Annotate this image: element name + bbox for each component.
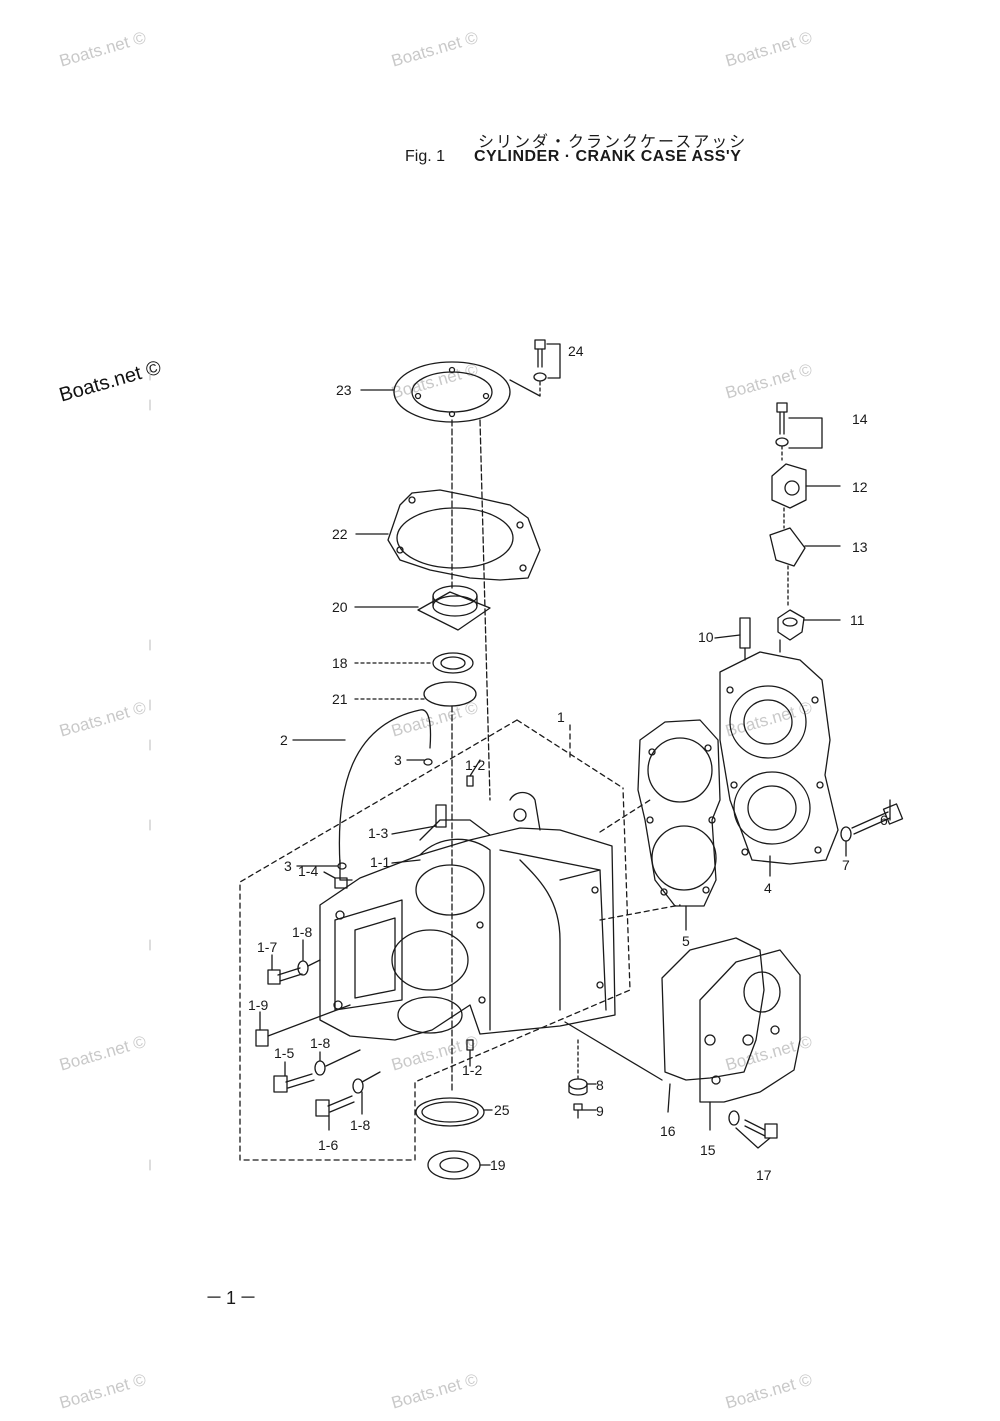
part-22-gasket [355,489,541,581]
label-9: 9 [596,1103,604,1119]
title-english: CYLINDER · CRANK CASE ASS'Y [474,148,742,165]
label-5: 5 [682,933,690,949]
assembly-1-outline [239,719,631,1161]
label-18: 18 [332,655,348,671]
label-17: 17 [756,1167,772,1183]
part-16-gasket [661,937,765,1113]
part-2-hose [292,709,432,866]
crankcase-block [319,791,616,1041]
part-19-oil-seal [427,1150,491,1180]
label-4: 4 [764,880,772,896]
part-9-screw [573,1103,597,1119]
label-1: 1 [557,709,565,725]
label-13: 13 [852,539,868,555]
label-1-5: 1-5 [274,1045,294,1061]
label-10: 10 [698,629,714,645]
part-1-4-fitting [323,859,353,889]
part-1-9-plug [255,1004,351,1047]
part-1-6-bolt [315,1095,355,1131]
part-5-head-gasket [599,719,721,931]
part-15-cover [699,949,801,1131]
part-25-o-ring [415,1097,493,1127]
label-15: 15 [700,1142,716,1158]
part-1-8-washer [314,1049,361,1076]
part-4-cylinder-head [719,639,839,877]
part-21-o-ring [354,681,477,707]
part-7-washer [840,826,852,857]
label-11: 11 [850,612,865,628]
label-14: 14 [852,411,868,427]
part-18-oil-seal [354,652,474,674]
part-1-7-bolt [267,954,303,985]
part-1-8-washer [297,939,321,976]
part-17-bolt [728,1110,778,1149]
label-1-1: 1-1 [370,854,390,870]
part-1-8-washer [352,1071,381,1115]
part-24-bolt [533,339,561,397]
label-1-2-lower: 1-2 [462,1062,482,1078]
label-22: 22 [332,526,348,542]
part-8-grommet [568,1039,597,1096]
part-14-bolt [775,402,823,461]
label-16: 16 [660,1123,676,1139]
part-10-spark-plug [714,617,751,661]
label-25: 25 [494,1102,510,1118]
label-19: 19 [490,1157,506,1173]
label-1-6: 1-6 [318,1137,338,1153]
label-1-8-top: 1-8 [292,924,312,940]
label-20: 20 [332,599,348,615]
label-1-8-low: 1-8 [350,1117,370,1133]
title-japanese: シリンダ・クランクケースアッシ [478,132,748,151]
label-12: 12 [852,479,868,495]
label-8: 8 [596,1077,604,1093]
label-1-8-mid: 1-8 [310,1035,330,1051]
label-2: 2 [280,732,288,748]
part-6-bolt [851,799,904,835]
label-23: 23 [336,382,352,398]
part-1-5-bolt [273,1061,315,1093]
figure-number: Fig. 1 [405,148,446,165]
part-labels: 24 23 14 12 22 13 20 11 10 18 21 1 2 3 1… [248,343,888,1183]
label-24: 24 [568,343,584,359]
label-6: 6 [880,812,888,828]
part-11-thermostat [777,565,841,641]
label-1-9: 1-9 [248,997,268,1013]
part-1-2-dowel-pin [466,759,481,1067]
label-1-2-upper: 1-2 [465,757,485,773]
page-number: －1－ [205,1288,261,1308]
label-1-4: 1-4 [298,863,318,879]
part-1-3-plug [391,804,447,835]
part-3-clip [296,758,433,870]
label-3-lower: 3 [284,858,292,874]
part-13-gasket [769,507,841,567]
label-1-3: 1-3 [368,825,388,841]
part-23-top-plate [360,361,541,423]
part-12-thermostat-cover [771,463,841,509]
label-7: 7 [842,857,850,873]
part-20-seal-housing [354,585,491,631]
label-21: 21 [332,691,348,707]
label-1-7: 1-7 [257,939,277,955]
label-3-upper: 3 [394,752,402,768]
